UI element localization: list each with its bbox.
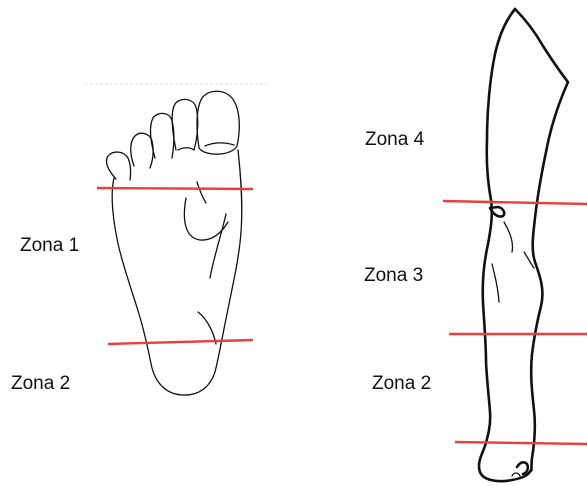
foot-heel-contour [198,312,216,344]
leg-zone-4-label: Zona 4 [365,130,424,149]
leg-toe-detail [512,473,520,476]
leg-zone-2-label: Zona 2 [372,374,431,393]
leg-zone-divider-line [455,442,587,444]
leg-calf-contour [492,264,499,302]
foot-arch-contour [210,214,226,278]
foot-second-toe [172,99,198,150]
foot-toe-crease [178,148,194,150]
leg-outline-left [479,9,531,481]
foot-heel-contour [197,182,206,203]
foot-fourth-toe [131,133,153,168]
foot-zone-1-label: Zona 1 [20,236,79,255]
leg-knee-contour [504,222,513,252]
foot-illustration [85,84,268,395]
foot-zone-2-label: Zona 2 [11,374,70,393]
leg-zone-3-label: Zona 3 [364,266,423,285]
foot-toe-crease [205,143,234,146]
leg-outline-right [515,9,568,470]
leg-ankle-detail [517,462,528,474]
foot-zone-divider-line [108,340,253,344]
foot-zone-divider-line [97,188,253,189]
leg-zone-divider-line [443,201,587,204]
foot-little-toe [106,152,130,180]
foot-third-toe [151,113,174,158]
foot-sole-outline [112,150,242,395]
leg-illustration [479,9,568,481]
